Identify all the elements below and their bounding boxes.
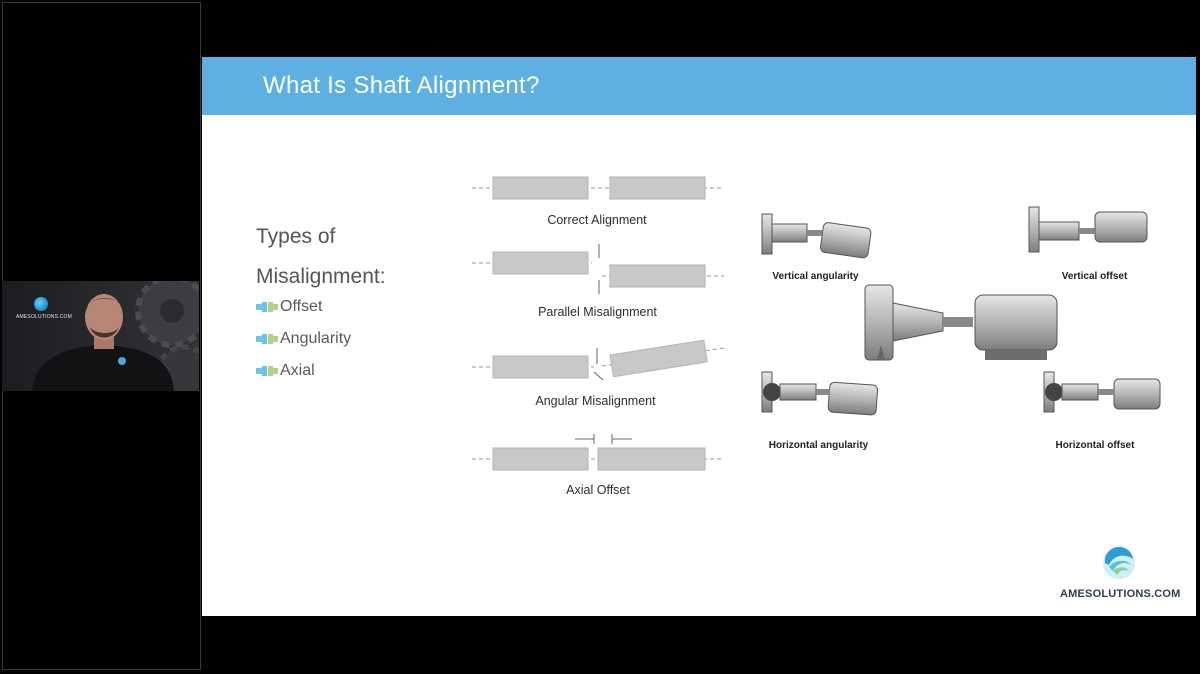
- ame-solutions-logo: AMESOLUTIONS.COM: [1060, 545, 1181, 600]
- pump-vertical-angularity: [761, 213, 872, 259]
- bullet-angularity: Angularity: [256, 330, 351, 348]
- types-heading-line1: Types of: [256, 225, 336, 248]
- label-parallel-misalignment: Parallel Misalignment: [538, 305, 657, 319]
- types-heading: Types of Misalignment:: [256, 217, 386, 297]
- shaft-right-angled: [609, 339, 708, 378]
- label-axial-offset: Axial Offset: [566, 483, 630, 497]
- ame-logo-text: AMESOLUTIONS.COM: [1060, 588, 1181, 600]
- pump-illustrations: [761, 206, 1161, 416]
- shaft-left: [492, 355, 589, 379]
- label-correct-alignment: Correct Alignment: [547, 213, 647, 227]
- bullet-label: Offset: [280, 298, 323, 315]
- shaft-left: [492, 176, 589, 200]
- coupling-bullet-icon: [256, 366, 278, 376]
- types-heading-line2: Misalignment:: [256, 265, 386, 288]
- pump-center: [864, 284, 1058, 361]
- shaft-right: [609, 176, 706, 200]
- label-vertical-angularity: Vertical angularity: [772, 271, 859, 282]
- cam-logo: AMESOLUTIONS.COM: [16, 297, 72, 322]
- pump-vertical-offset: [1028, 206, 1148, 253]
- slide-header: What Is Shaft Alignment?: [202, 57, 1196, 115]
- pump-horizontal-offset: [1043, 371, 1161, 413]
- slide-title: What Is Shaft Alignment?: [263, 72, 540, 99]
- label-horizontal-offset: Horizontal offset: [1055, 440, 1135, 451]
- coupling-bullet-icon: [256, 334, 278, 344]
- bullet-label: Angularity: [280, 330, 352, 347]
- shaft-left: [492, 447, 589, 471]
- shaft-diagrams: [472, 176, 725, 471]
- bullet-axial: Axial: [256, 362, 315, 380]
- label-vertical-offset: Vertical offset: [1061, 271, 1128, 282]
- bullet-label: Axial: [280, 362, 315, 379]
- presenter-webcam-feed: AMESOLUTIONS.COM: [2, 281, 199, 391]
- label-horizontal-angularity: Horizontal angularity: [768, 440, 869, 451]
- ame-logo-mark-icon: [1103, 546, 1135, 579]
- bullet-offset: Offset: [256, 298, 322, 316]
- pump-horizontal-angularity: [761, 371, 879, 416]
- label-angular-misalignment: Angular Misalignment: [535, 394, 656, 408]
- shaft-right: [609, 264, 706, 288]
- coupling-bullet-icon: [256, 302, 278, 312]
- shaft-right: [597, 447, 706, 471]
- presenter-image: [32, 281, 199, 391]
- cam-logo-mark-icon: [34, 297, 48, 311]
- cam-logo-text: AMESOLUTIONS.COM: [16, 314, 72, 320]
- shaft-left: [492, 251, 589, 275]
- presentation-slide: What Is Shaft Alignment? Types of Misali…: [202, 57, 1196, 616]
